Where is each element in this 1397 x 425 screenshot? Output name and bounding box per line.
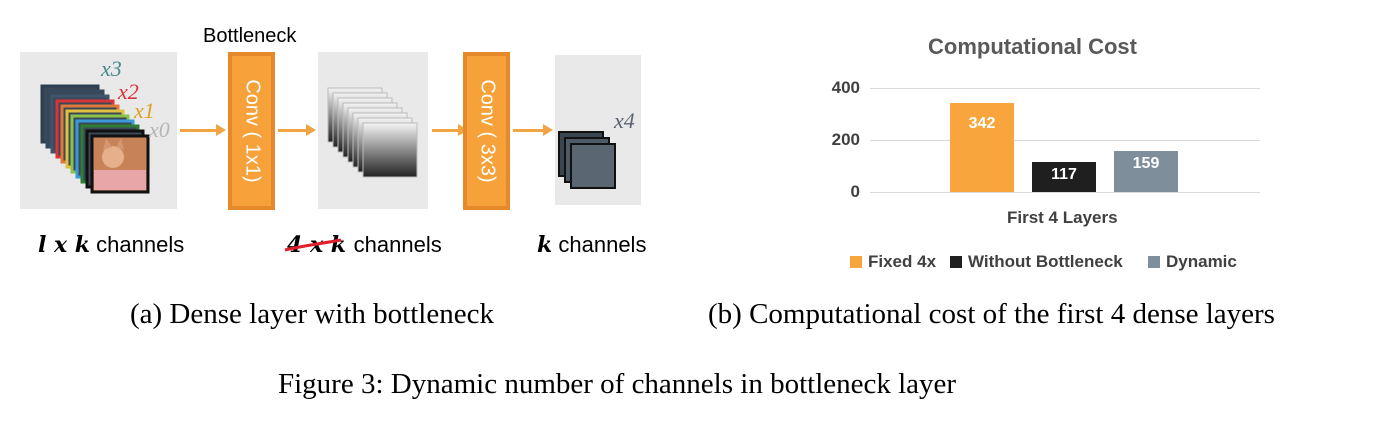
arrow-2	[278, 124, 316, 136]
mid-feature-stack	[327, 87, 418, 178]
bar-without-bottleneck: 117	[1032, 161, 1096, 192]
x4-label: x4	[614, 108, 635, 133]
conv-1x1-label: Conv ( 1x1)	[241, 79, 263, 183]
figure-caption: Figure 3: Dynamic number of channels in …	[278, 368, 957, 400]
legend-swatch-dynamic	[1148, 256, 1160, 268]
input-channels-text: channels	[96, 232, 185, 257]
input-feature-maps-box	[20, 52, 177, 209]
gridline-200	[870, 140, 1260, 141]
cat-image-ear-right	[116, 138, 124, 150]
arrow-1	[180, 124, 226, 136]
x2-label: x2	[118, 79, 139, 104]
gridline-0	[870, 192, 1260, 193]
output-feature-maps-box	[555, 55, 641, 205]
mid-feature-maps-box	[318, 52, 428, 209]
legend-label-dynamic: Dynamic	[1166, 252, 1237, 271]
y-tick-400: 400	[831, 78, 860, 97]
panel-a-diagram: x3 x2 x1 x0 Bottleneck Conv ( 1x1) Conv …	[0, 0, 700, 330]
legend-without-bottleneck: Without Bottleneck	[950, 252, 1123, 272]
mid-map-7	[362, 122, 418, 178]
input-channels-expr: l x k	[38, 232, 91, 258]
input-feature-stack	[40, 84, 150, 194]
output-channels: k channels	[537, 232, 646, 258]
plot-area	[870, 88, 1260, 193]
mid-channels: 4 x k channels	[284, 232, 442, 258]
bars: 342 117 159	[870, 88, 1260, 192]
output-feature-stack	[558, 131, 616, 189]
legend-dynamic: Dynamic	[1148, 252, 1237, 272]
output-channels-expr: k	[537, 232, 553, 258]
arrow-3	[432, 124, 468, 136]
bar-value-label: 159	[1132, 154, 1160, 172]
y-tick-200: 200	[831, 130, 860, 149]
cat-image-face	[102, 146, 124, 168]
legend-label-fixed: Fixed 4x	[868, 252, 937, 271]
bar-value-label: 117	[1051, 165, 1077, 183]
mid-channels-text: channels	[353, 232, 442, 257]
x0-label: x0	[149, 117, 170, 142]
legend-swatch-without	[950, 256, 962, 268]
legend-swatch-fixed	[850, 256, 862, 268]
bar-value-label: 342	[968, 115, 996, 133]
bar-fixed-4x: 342	[950, 103, 1014, 192]
caption-a: (a) Dense layer with bottleneck	[130, 298, 494, 330]
output-channels-text: channels	[558, 232, 647, 257]
mid-channels-expr: 4 x k	[284, 232, 354, 258]
input-channels: l x k channels	[38, 232, 184, 258]
legend-fixed-4x: Fixed 4x	[850, 252, 936, 272]
conv-1x1-block: Conv ( 1x1)	[228, 52, 275, 210]
x1-label: x1	[134, 98, 155, 123]
bottleneck-label: Bottleneck	[203, 25, 297, 47]
cat-image-ear-left	[103, 138, 112, 150]
conv-3x3-block: Conv ( 3x3)	[463, 52, 510, 210]
arrow-4	[513, 124, 553, 136]
y-tick-0: 0	[850, 182, 860, 201]
x3-label: x3	[101, 56, 122, 81]
gridline-400	[870, 88, 1260, 89]
chart-title: Computational Cost	[928, 34, 1137, 59]
bar-dynamic: 159	[1114, 150, 1178, 192]
conv-3x3-label: Conv ( 3x3)	[476, 79, 498, 183]
x-category-label: First 4 Layers	[1007, 208, 1118, 227]
caption-b: (b) Computational cost of the first 4 de…	[708, 298, 1275, 330]
cat-image-bg	[94, 170, 146, 190]
strikethrough-mark	[284, 238, 342, 252]
legend-label-without: Without Bottleneck	[968, 252, 1123, 271]
panel-b-chart: Computational Cost 400 200 0 342 117 159 F…	[708, 0, 1360, 330]
